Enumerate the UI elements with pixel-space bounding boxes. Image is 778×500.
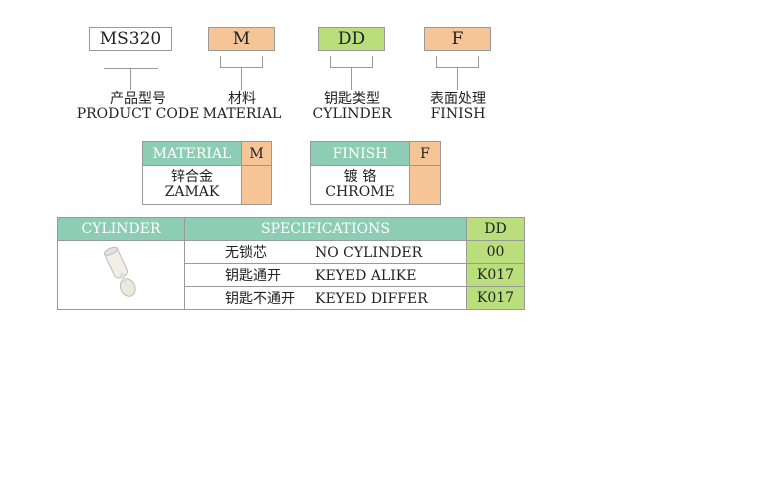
label-cn: 产品型号 xyxy=(110,91,166,107)
connector xyxy=(351,68,352,90)
material-code-empty xyxy=(241,165,272,205)
label-en: FINISH xyxy=(430,106,486,122)
cylinder-code-box: DD xyxy=(318,27,385,51)
spec-code: K017 xyxy=(466,286,525,310)
connector xyxy=(457,68,458,90)
cylinder-header: CYLINDER xyxy=(57,217,185,241)
spec-row: 无锁芯 NO CYLINDER xyxy=(184,240,467,264)
spec-row: 钥匙通开 KEYED ALIKE xyxy=(184,263,467,287)
finish-en: CHROME xyxy=(325,184,395,200)
product-code-box: MS320 xyxy=(89,27,172,51)
cylinder-code: DD xyxy=(337,29,366,49)
key-cylinder-icon xyxy=(103,246,136,297)
material-en: ZAMAK xyxy=(164,184,220,200)
connector xyxy=(104,68,158,69)
finish-cn: 镀 铬 xyxy=(343,169,377,185)
spec-cn: 无锁芯 xyxy=(225,245,267,261)
spec-cn: 钥匙通开 xyxy=(225,268,281,284)
finish-code-cell: F xyxy=(409,141,441,166)
spec-en: KEYED ALIKE xyxy=(315,268,417,284)
product-code: MS320 xyxy=(99,29,162,49)
bracket xyxy=(330,56,373,68)
dd-header: DD xyxy=(466,217,525,241)
cylinder-image xyxy=(57,240,185,310)
finish-code-box: F xyxy=(424,27,491,51)
material-header: MATERIAL xyxy=(142,141,242,166)
spec-row: 钥匙不通开 KEYED DIFFER xyxy=(184,286,467,310)
spec-cn: 钥匙不通开 xyxy=(225,291,295,307)
bracket xyxy=(436,56,479,68)
material-cn: 锌合金 xyxy=(171,169,213,185)
label-cn: 钥匙类型 xyxy=(324,91,380,107)
spec-code: 00 xyxy=(466,240,525,264)
spec-code: K017 xyxy=(466,263,525,287)
finish-header: FINISH xyxy=(310,141,410,166)
spec-en: KEYED DIFFER xyxy=(315,291,428,307)
label-en: MATERIAL xyxy=(202,106,282,122)
spec-en: NO CYLINDER xyxy=(315,245,423,261)
bracket xyxy=(220,56,263,68)
finish-code-empty xyxy=(409,165,441,205)
specifications-header: SPECIFICATIONS xyxy=(184,217,467,241)
label-cn: 材料 xyxy=(228,91,256,107)
material-code-box: M xyxy=(208,27,275,51)
label-en: PRODUCT CODE xyxy=(76,106,200,122)
label-en: CYLINDER xyxy=(312,106,392,122)
finish-code: F xyxy=(451,29,464,49)
label-cn: 表面处理 xyxy=(430,91,486,107)
connector xyxy=(241,68,242,90)
material-code-cell: M xyxy=(241,141,272,166)
material-code: M xyxy=(232,29,251,49)
connector xyxy=(130,68,131,90)
